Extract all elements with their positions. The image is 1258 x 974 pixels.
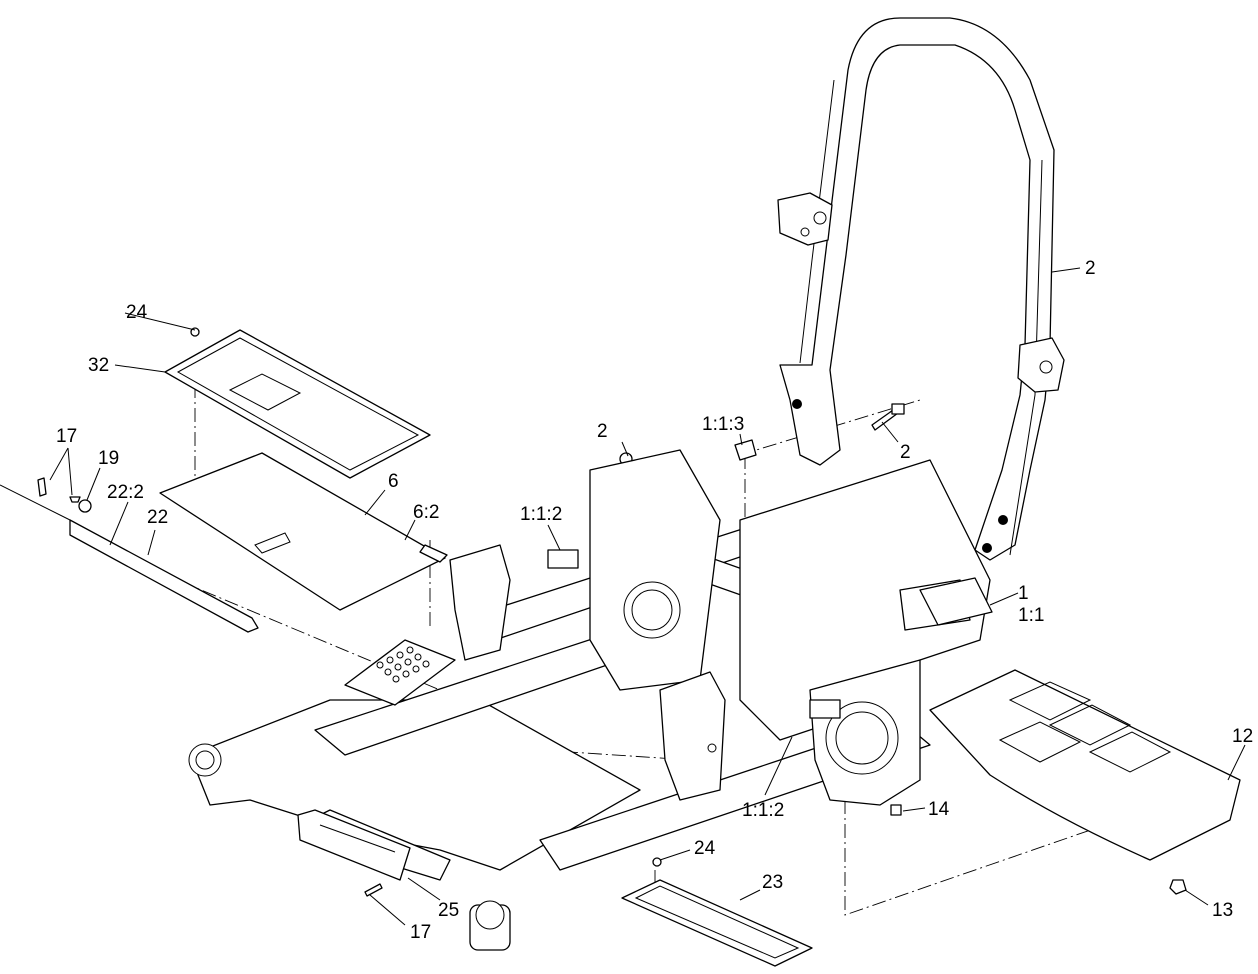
callout-6-2: 6:2 [413, 502, 439, 523]
floor-plate-bracket [419, 544, 448, 563]
callout-2-rollbar: 2 [1085, 258, 1096, 279]
callout-14: 14 [928, 799, 950, 820]
callout-1-1-2-left: 1:1:2 [520, 504, 562, 525]
callout-13: 13 [1212, 900, 1233, 921]
callout-1: 1 [1018, 583, 1029, 604]
callout-17-bottom: 17 [410, 922, 431, 943]
main-frame [188, 439, 993, 951]
callout-12: 12 [1232, 726, 1253, 747]
callout-1-1-3: 1:1:3 [702, 414, 744, 435]
leader-lines [49, 267, 1246, 926]
callout-24-top: 24 [126, 302, 148, 323]
callout-1-1: 1:1 [1018, 605, 1044, 626]
callout-2-bolt: 2 [900, 442, 911, 463]
callout-22-2: 22:2 [107, 482, 144, 503]
vent-holes [376, 646, 430, 683]
callout-labels: 1 1:1 1:1:2 1:1:2 1:1:3 2 2 2 6 6:2 12 1… [56, 258, 1253, 943]
callout-25: 25 [438, 900, 459, 921]
step-plate-23 [621, 879, 813, 967]
floor-plate-6 [159, 452, 446, 611]
callout-2-nut: 2 [597, 421, 608, 442]
hardware [37, 327, 1187, 897]
callout-6: 6 [388, 471, 399, 492]
foot-mat-32 [164, 329, 431, 479]
callout-23: 23 [762, 872, 783, 893]
callout-17-left: 17 [56, 426, 77, 447]
callout-22: 22 [147, 507, 168, 528]
callout-24-bottom: 24 [694, 838, 716, 859]
rollbar-bolt [871, 403, 905, 431]
step-plate-12 [929, 669, 1241, 861]
callout-1-1-2-right: 1:1:2 [742, 800, 784, 821]
callout-32: 32 [88, 355, 109, 376]
roll-bar [777, 17, 1065, 561]
bar-22 [0, 484, 259, 633]
callout-19: 19 [98, 448, 119, 469]
